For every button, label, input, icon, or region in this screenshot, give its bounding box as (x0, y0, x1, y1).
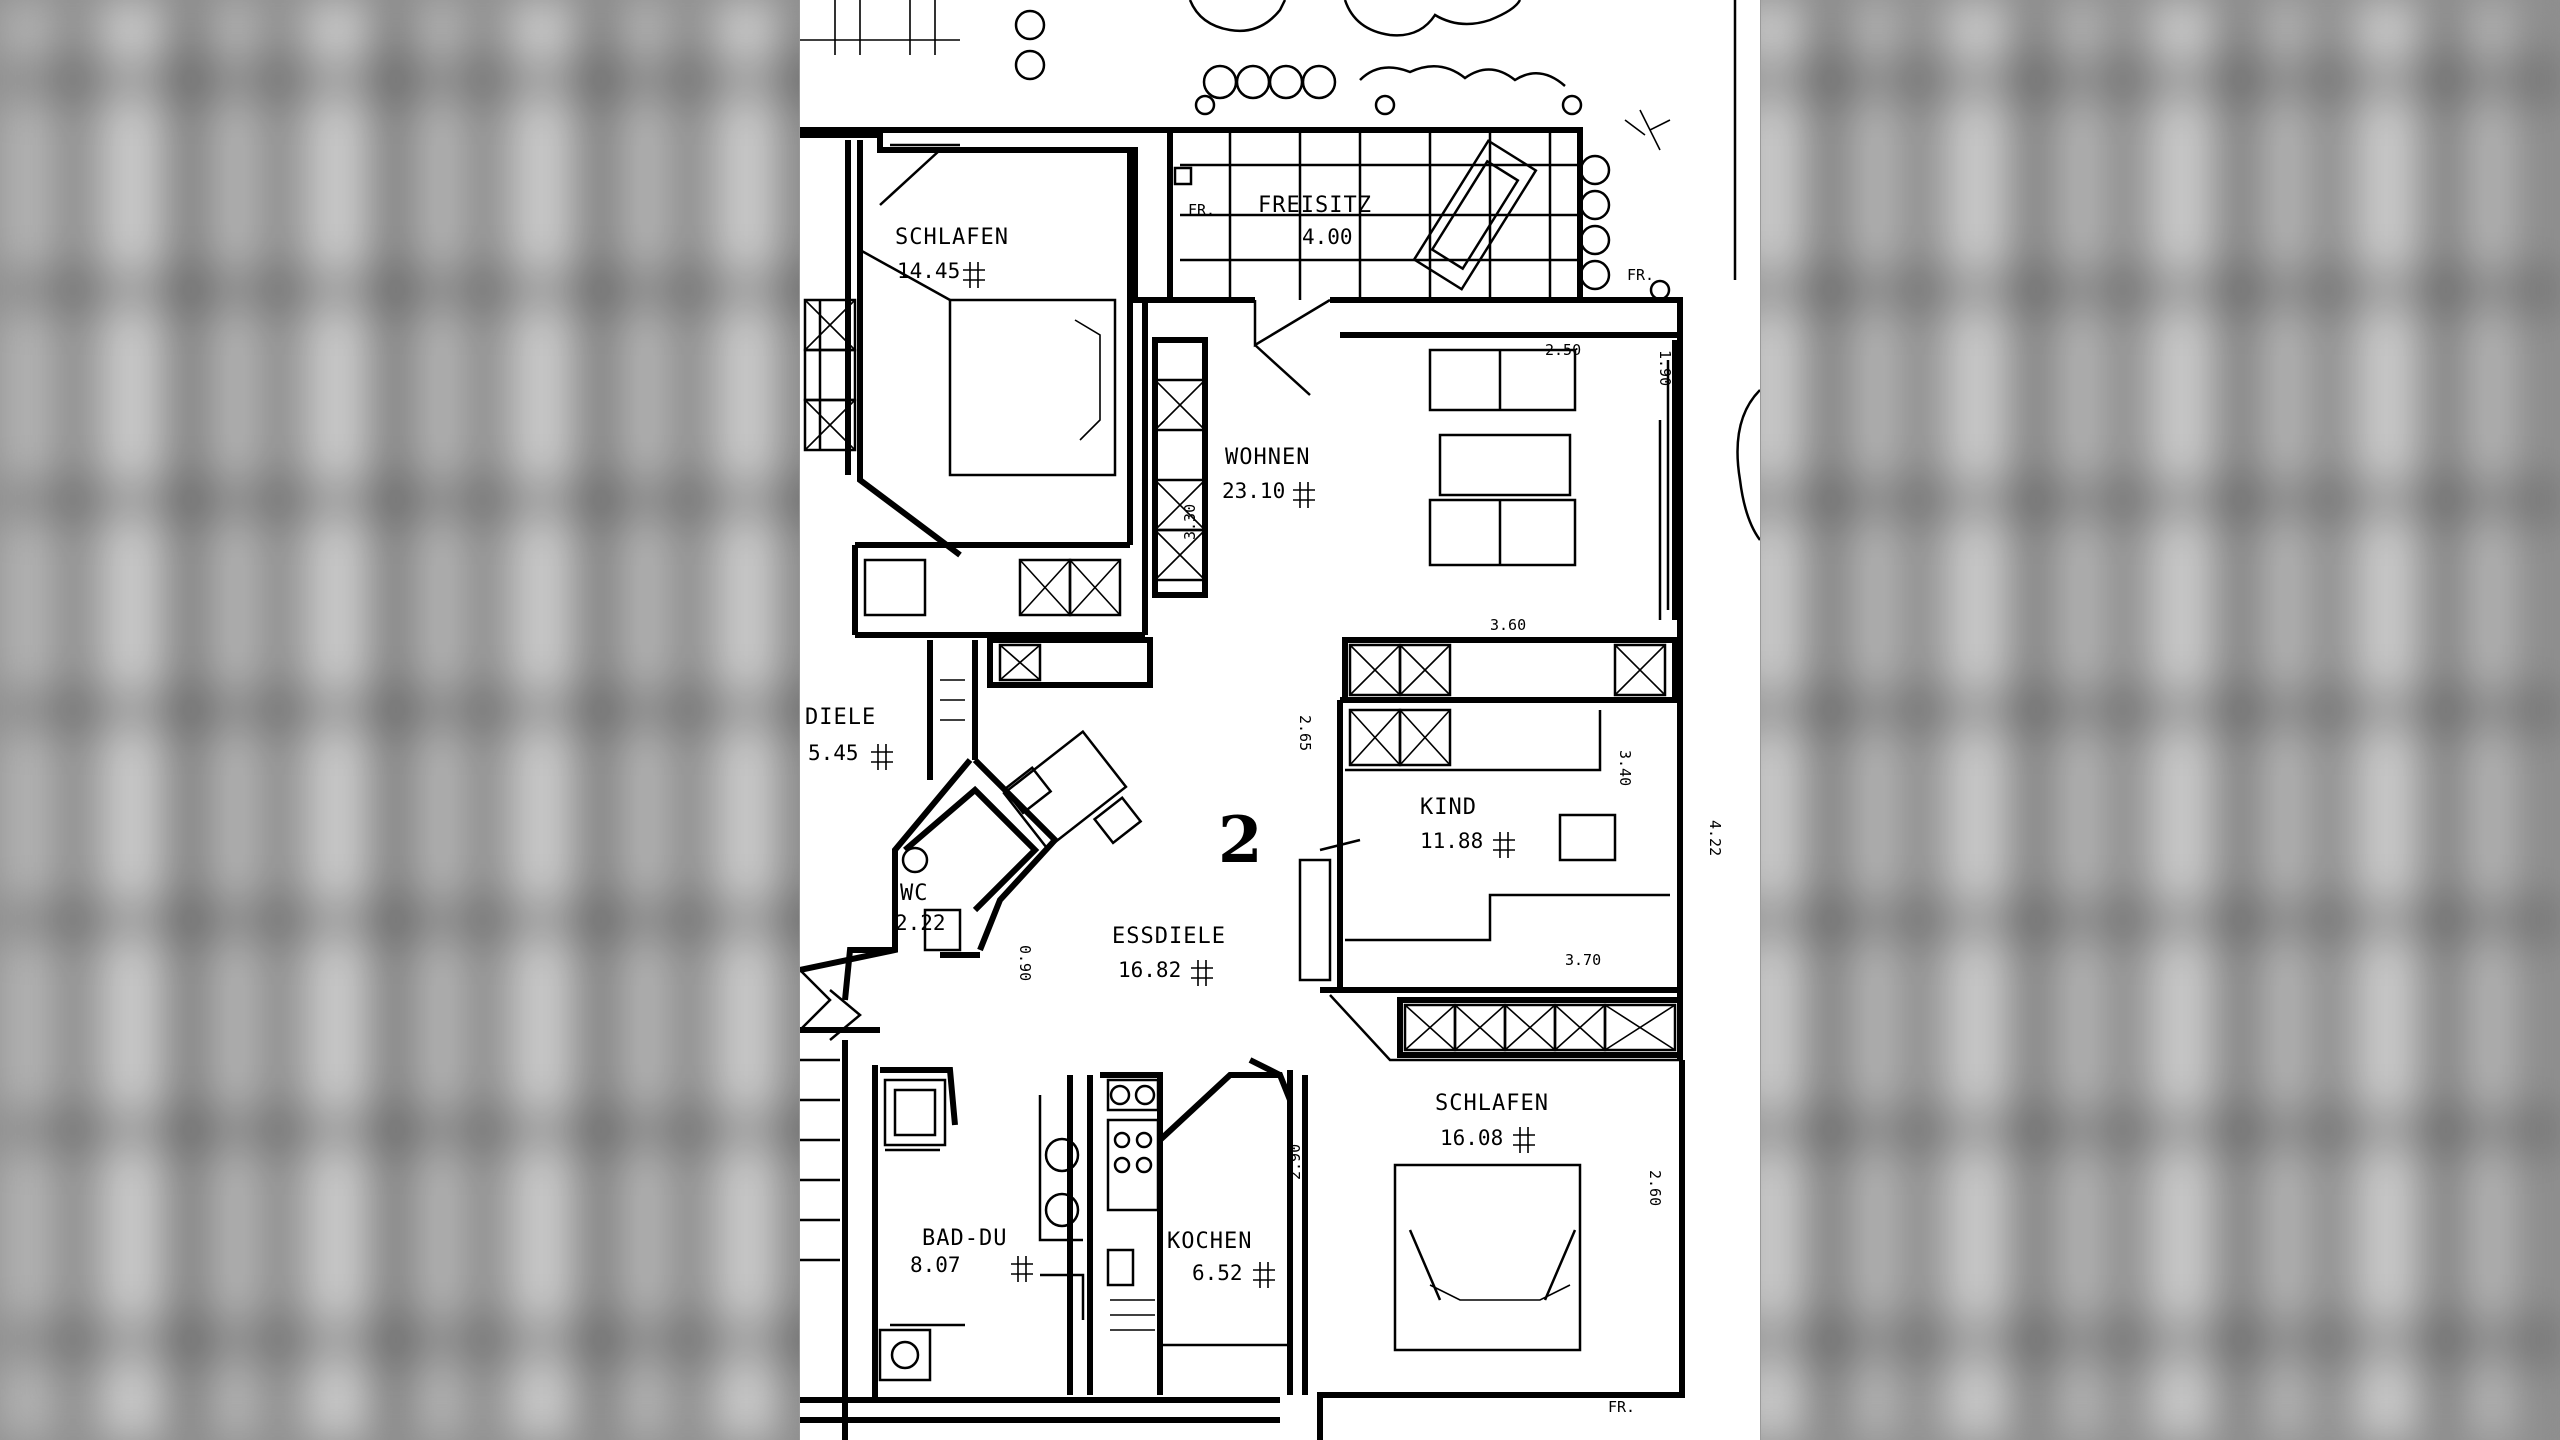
room-name-schlafen-1: SCHLAFEN (895, 225, 1009, 250)
room-area-schlafen-2: 16.08 (1440, 1126, 1503, 1150)
stairwell-edge (800, 1040, 848, 1440)
exterior-walls (800, 127, 1685, 1440)
room-area-freisitz: 4.00 (1302, 225, 1353, 249)
room-area-kind: 11.88 (1420, 829, 1483, 853)
room-area-essdiele: 16.82 (1118, 958, 1181, 982)
bedroom-top-left (845, 140, 1148, 638)
left-wardrobe (803, 298, 857, 452)
room-name-essdiele: ESSDIELE (1112, 924, 1226, 949)
room-name-schlafen-2: SCHLAFEN (1435, 1091, 1549, 1116)
room-area-schlafen-1: 14.45 (897, 259, 960, 283)
hall-dining-area (800, 637, 1153, 1041)
svg-text:2.90: 2.90 (1286, 1144, 1304, 1180)
marker-fr-3: FR. (1608, 1398, 1635, 1416)
svg-text:3.60: 3.60 (1490, 616, 1526, 634)
dimension-marks: 2.50 3.60 2.65 3.40 4.22 3.70 0.90 3.30 … (1016, 341, 1724, 1206)
svg-text:3.30: 3.30 (1181, 504, 1199, 540)
svg-text:2.50: 2.50 (1545, 341, 1581, 359)
svg-text:3.40: 3.40 (1616, 750, 1634, 786)
room-name-bad-du: BAD-DU (922, 1226, 1007, 1251)
room-labels: SCHLAFEN 14.45 FREISITZ 4.00 WOHNEN 23.1… (805, 193, 1654, 1416)
child-room (1298, 637, 1683, 993)
room-name-freisitz: FREISITZ (1258, 193, 1372, 218)
bedroom-bottom-right (1287, 994, 1683, 1395)
area-symbols (871, 262, 1535, 1288)
living-room (1152, 298, 1678, 620)
room-name-diele: DIELE (805, 705, 876, 730)
marker-fr-1: FR. (1188, 201, 1215, 219)
room-area-kochen: 6.52 (1192, 1261, 1243, 1285)
svg-text:2.65: 2.65 (1296, 715, 1314, 751)
marker-fr-2: FR. (1627, 266, 1654, 284)
unit-number: 2 (1218, 803, 1263, 878)
garden-area (800, 0, 1760, 541)
svg-text:1.90: 1.90 (1656, 350, 1674, 386)
room-name-kochen: KOCHEN (1167, 1229, 1252, 1254)
bathroom (872, 1065, 1093, 1400)
terrace-freisitz (1170, 94, 1671, 301)
svg-text:2.60: 2.60 (1646, 1170, 1664, 1206)
svg-text:0.90: 0.90 (1016, 945, 1034, 981)
room-name-wc: WC (900, 881, 929, 906)
kitchen (1100, 1057, 1293, 1395)
room-area-wc: 2.22 (895, 911, 946, 935)
room-name-kind: KIND (1420, 795, 1477, 820)
room-area-wohnen: 23.10 (1222, 479, 1285, 503)
room-name-wohnen: WOHNEN (1225, 445, 1310, 470)
svg-text:4.22: 4.22 (1706, 820, 1724, 856)
floor-plan-sheet: 2.50 3.60 2.65 3.40 4.22 3.70 0.90 3.30 … (800, 0, 1760, 1440)
svg-text:3.70: 3.70 (1565, 951, 1601, 969)
floor-plan-drawing: 2.50 3.60 2.65 3.40 4.22 3.70 0.90 3.30 … (800, 0, 1760, 1440)
room-area-bad-du: 8.07 (910, 1253, 961, 1277)
room-area-diele: 5.45 (808, 741, 859, 765)
